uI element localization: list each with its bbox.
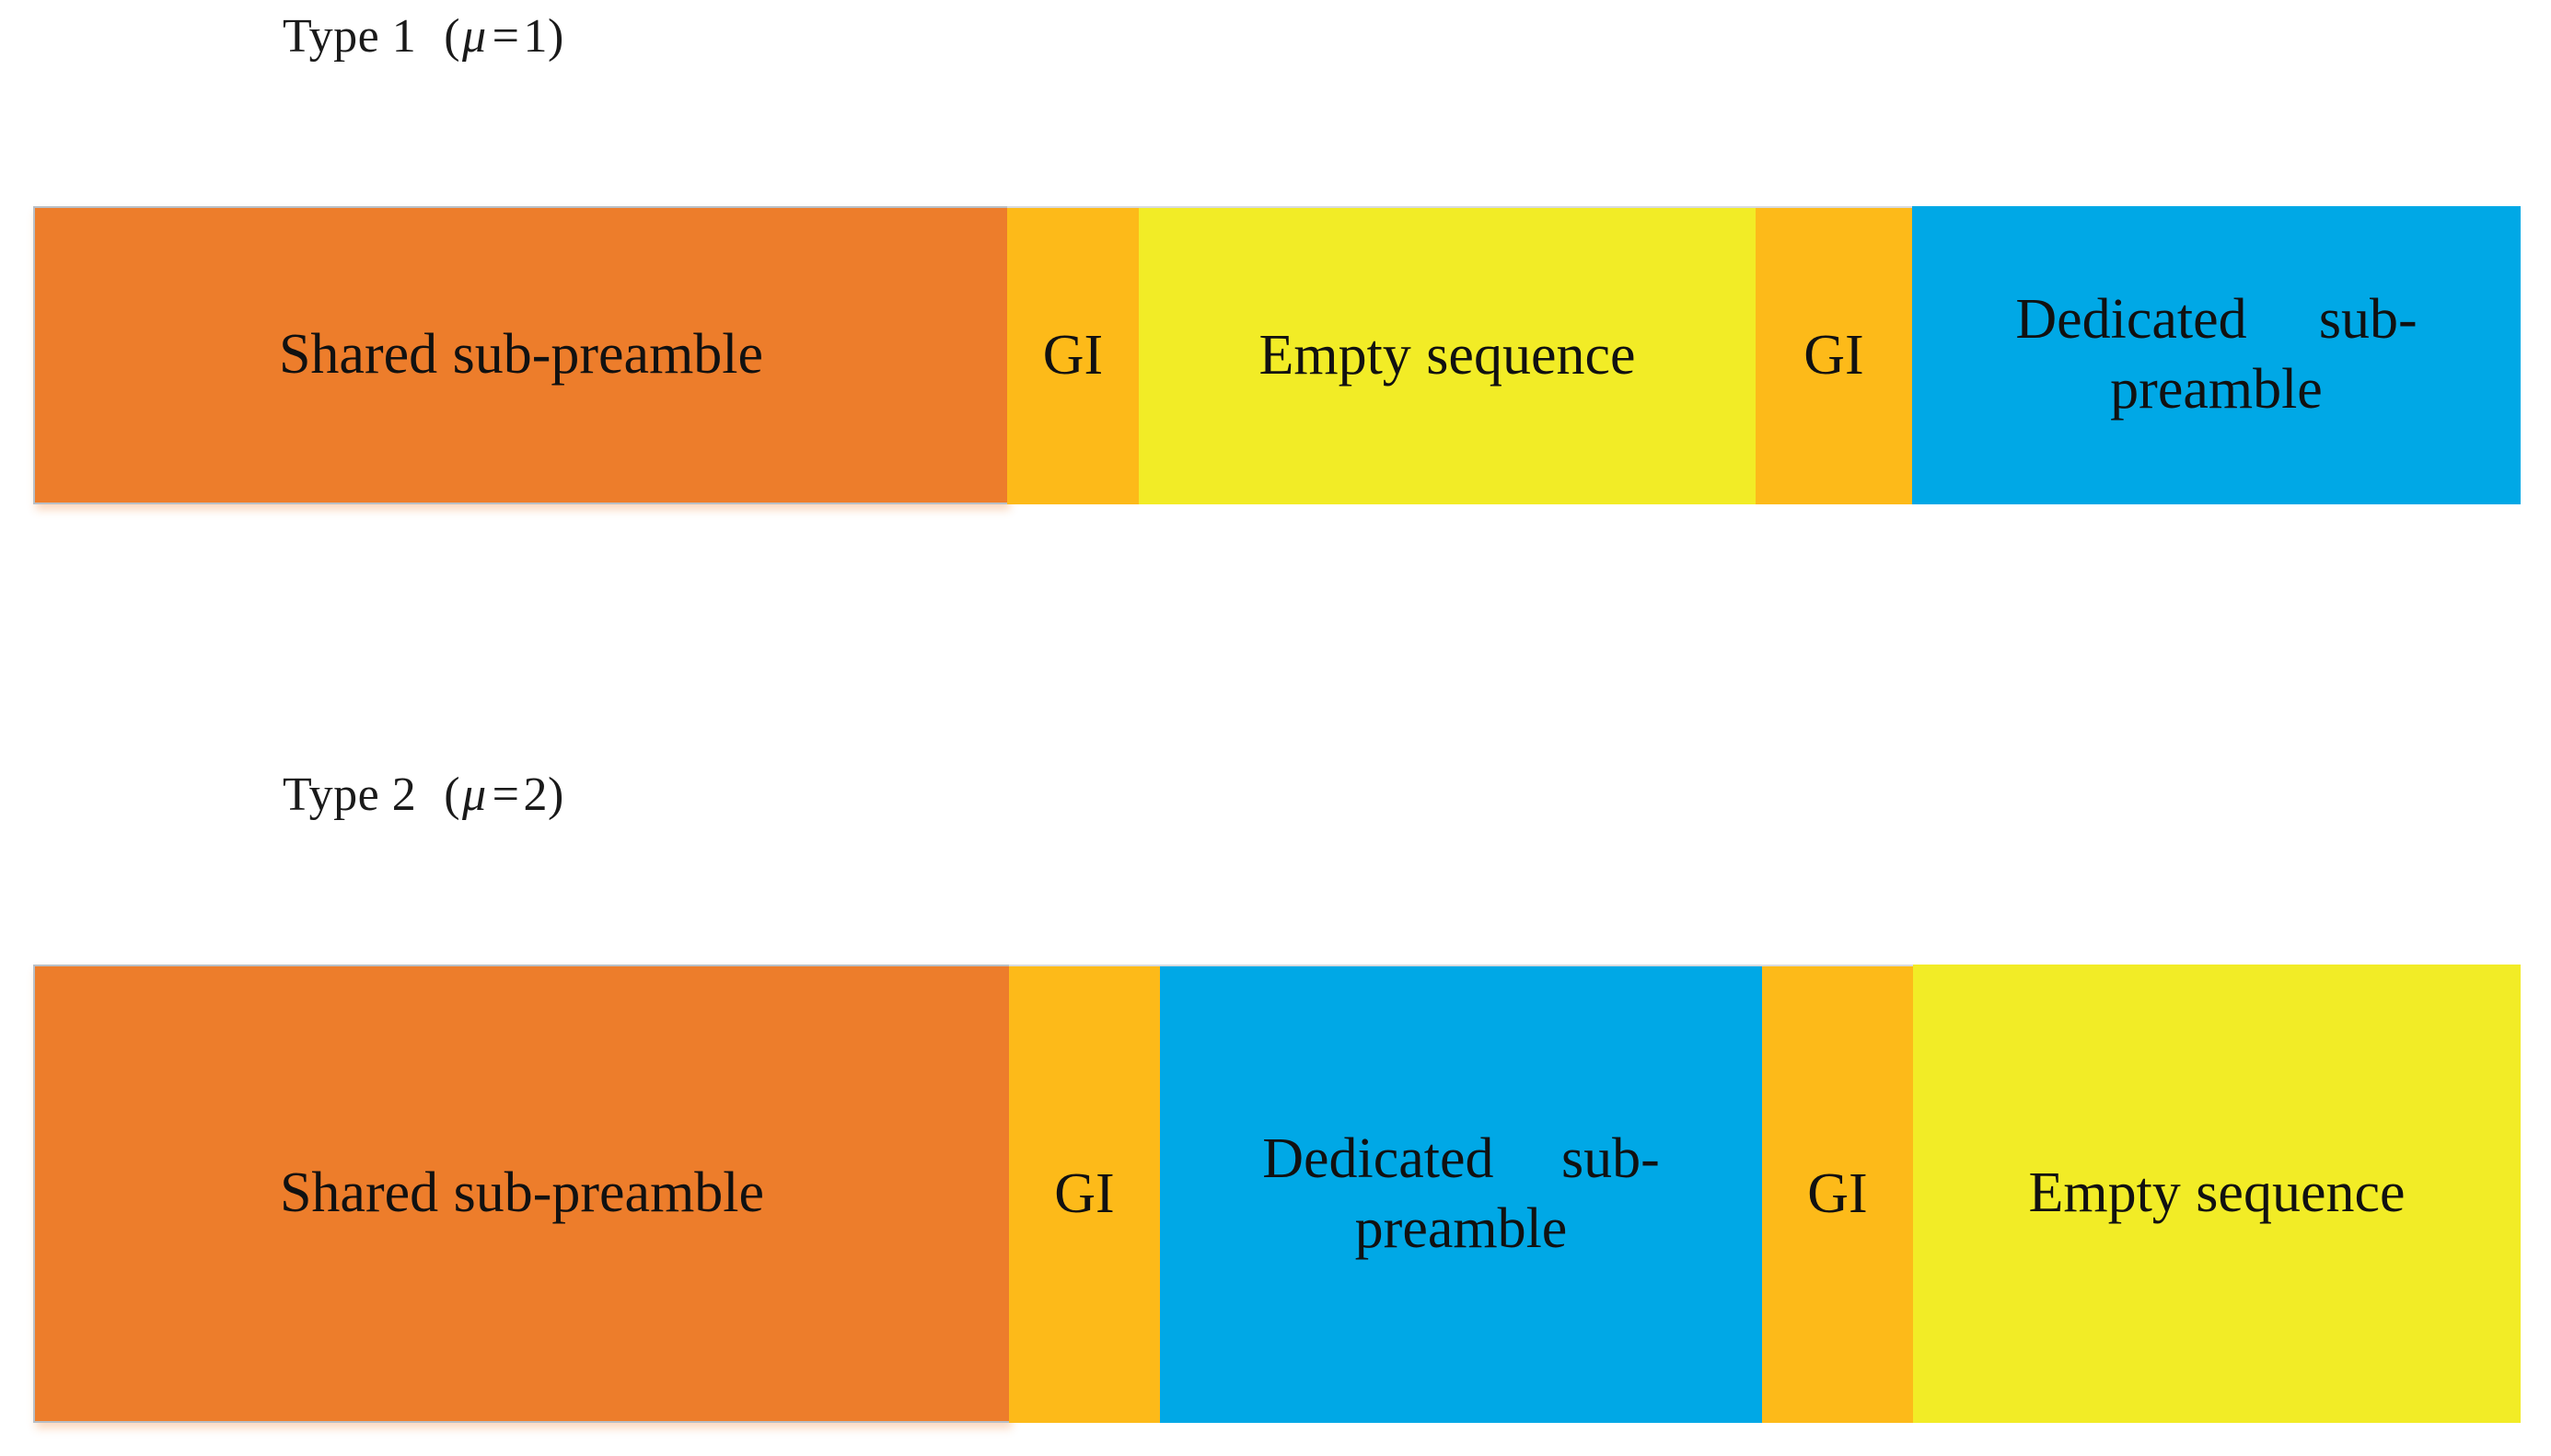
row-2-open-paren: ( bbox=[444, 768, 461, 821]
row-1-caption: Type 1 (μ=1) bbox=[283, 13, 564, 61]
segment-label: Empty sequence bbox=[1258, 324, 1636, 387]
segment-label: Empty sequence bbox=[2028, 1161, 2406, 1225]
row-2-type-label: Type 2 bbox=[283, 768, 417, 821]
row-1-mu-value: 1 bbox=[523, 10, 548, 63]
row-1-mu-symbol: μ bbox=[462, 10, 487, 63]
row-1-close-paren: ) bbox=[547, 10, 564, 63]
segment-label: GI bbox=[1807, 1162, 1868, 1226]
row-2-caption: Type 2 (μ=2) bbox=[283, 771, 564, 819]
segment-label: Dedicated sub-preamble bbox=[2015, 288, 2418, 421]
segment-guard-interval-2-row2[interactable]: GI bbox=[1762, 965, 1913, 1423]
segment-label: GI bbox=[1042, 324, 1104, 387]
row-2-mu-symbol: μ bbox=[462, 768, 487, 821]
segment-dedicated-sub-preamble-row2[interactable]: Dedicated sub-preamble bbox=[1160, 965, 1762, 1423]
segment-label: Shared sub-preamble bbox=[279, 1161, 765, 1225]
segment-empty-sequence-row1[interactable]: Empty sequence bbox=[1139, 206, 1756, 504]
row-2-mu-value: 2 bbox=[523, 768, 548, 821]
type-2-timeline: Shared sub-preamble GI Dedicated sub-pre… bbox=[33, 965, 2521, 1423]
segment-guard-interval-1-row1[interactable]: GI bbox=[1007, 206, 1139, 504]
segment-shared-sub-preamble-row2[interactable]: Shared sub-preamble bbox=[33, 965, 1009, 1423]
segment-empty-sequence-row2[interactable]: Empty sequence bbox=[1913, 965, 2521, 1423]
row-1-equals-sign: = bbox=[492, 10, 520, 63]
segment-guard-interval-1-row2[interactable]: GI bbox=[1009, 965, 1160, 1423]
segment-label: Shared sub-preamble bbox=[278, 323, 764, 387]
segment-label: GI bbox=[1803, 324, 1864, 387]
segment-guard-interval-2-row1[interactable]: GI bbox=[1756, 206, 1912, 504]
row-1-open-paren: ( bbox=[444, 10, 461, 63]
row-2-close-paren: ) bbox=[547, 768, 564, 821]
segment-label: GI bbox=[1054, 1162, 1115, 1226]
type-1-timeline: Shared sub-preamble GI Empty sequence GI… bbox=[33, 206, 2521, 504]
row-1-type-label: Type 1 bbox=[283, 10, 417, 63]
segment-shared-sub-preamble-row1[interactable]: Shared sub-preamble bbox=[33, 206, 1007, 504]
row-2-equals-sign: = bbox=[492, 768, 520, 821]
segment-dedicated-sub-preamble-row1[interactable]: Dedicated sub-preamble bbox=[1912, 206, 2521, 504]
segment-label: Dedicated sub-preamble bbox=[1262, 1127, 1660, 1260]
